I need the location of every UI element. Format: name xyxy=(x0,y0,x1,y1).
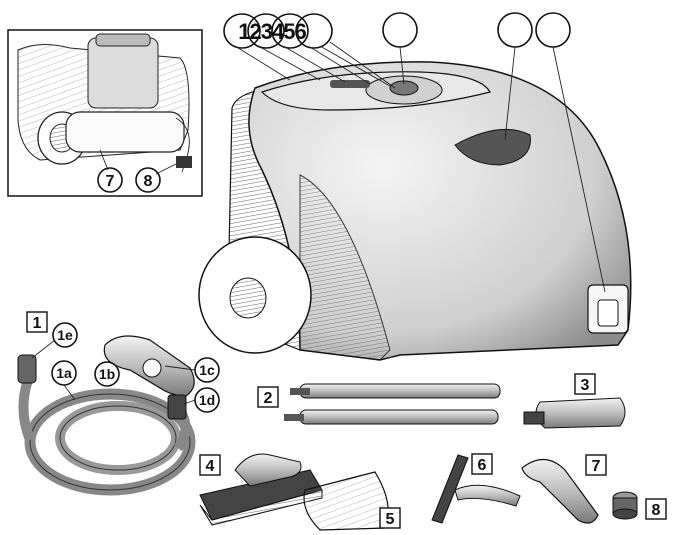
hose-trigger xyxy=(142,358,162,378)
hose-part-1d: 1d xyxy=(199,392,215,408)
accessory-extension-tubes: 2 xyxy=(257,383,501,425)
inset-leader-8 xyxy=(155,163,177,175)
unit-front-panel xyxy=(299,174,391,361)
leader-5 xyxy=(319,45,391,87)
angled-nozzle-box-label: 7 xyxy=(592,458,601,475)
blank-callout-3 xyxy=(535,12,571,48)
nozzle-tip xyxy=(523,411,545,425)
cap-box-label: 8 xyxy=(652,502,661,519)
hose-part-1b: 1b xyxy=(99,366,115,382)
hose-part-1a: 1a xyxy=(56,365,72,381)
inset-leader-7 xyxy=(99,149,109,171)
inset-callout-8: 8 xyxy=(144,173,153,190)
inset-panel: 7 8 xyxy=(7,29,203,197)
hose-part-1c: 1c xyxy=(199,362,215,378)
squeegee-box-label: 6 xyxy=(478,457,487,474)
accessory-hose: 1 1e 1a 1b 1c 1d xyxy=(17,311,220,496)
hose-box-label: 1 xyxy=(33,315,42,332)
main-unit: 123456 xyxy=(198,12,632,361)
inset-cord-compartment xyxy=(65,111,185,153)
unit-socket-cover xyxy=(597,299,619,327)
unit-handle-recess xyxy=(454,128,531,166)
leader-socket xyxy=(552,46,606,293)
cloth-box-label: 5 xyxy=(386,511,395,528)
blank-callout-2 xyxy=(497,12,533,48)
header-callouts: 123456 xyxy=(223,13,333,49)
inset-water-tank xyxy=(87,37,159,109)
hose-part-1e: 1e xyxy=(57,327,73,343)
hose-handle-grip xyxy=(167,394,187,420)
squeegee-handle xyxy=(454,484,521,507)
leader-2 xyxy=(259,46,321,81)
leader-3 xyxy=(284,46,346,83)
accessory-angled-nozzle: 7 xyxy=(521,454,607,524)
blank-callout-1 xyxy=(382,12,418,48)
extension-tube-2 xyxy=(299,409,499,425)
accessory-floor-brush: 4 xyxy=(199,453,323,526)
squeegee-blade xyxy=(431,454,469,524)
nozzle-body xyxy=(535,397,626,429)
leader-1 xyxy=(234,45,291,81)
nozzle-box-label: 3 xyxy=(581,377,590,394)
tubes-box-label: 2 xyxy=(264,390,273,407)
inset-callout-circle-8 xyxy=(135,167,161,193)
unit-wheel-hub xyxy=(229,277,267,319)
hose-connector xyxy=(17,354,37,384)
inset-plug-icon xyxy=(176,156,192,168)
accessory-window-squeegee: 6 xyxy=(431,453,521,524)
hose-connector-end xyxy=(18,378,35,442)
inset-tank-cap xyxy=(95,33,151,47)
accessory-cloth: 5 xyxy=(303,471,401,531)
leader-dial xyxy=(399,46,405,85)
leader-handle xyxy=(504,46,516,141)
accessory-cap: 8 xyxy=(612,491,667,520)
brush-box-label: 4 xyxy=(206,458,215,475)
angled-nozzle-body xyxy=(521,458,599,524)
inset-callout-7: 7 xyxy=(106,173,115,190)
inset-callout-circle-7 xyxy=(97,167,123,193)
brush-neck xyxy=(234,453,302,487)
leader-4 xyxy=(309,46,371,85)
unit-switch xyxy=(330,80,370,88)
accessory-nozzle: 3 xyxy=(523,373,626,429)
leader-6 xyxy=(329,41,396,89)
header-label-123456: 123456 xyxy=(238,19,306,44)
extension-tube-1 xyxy=(299,383,501,399)
